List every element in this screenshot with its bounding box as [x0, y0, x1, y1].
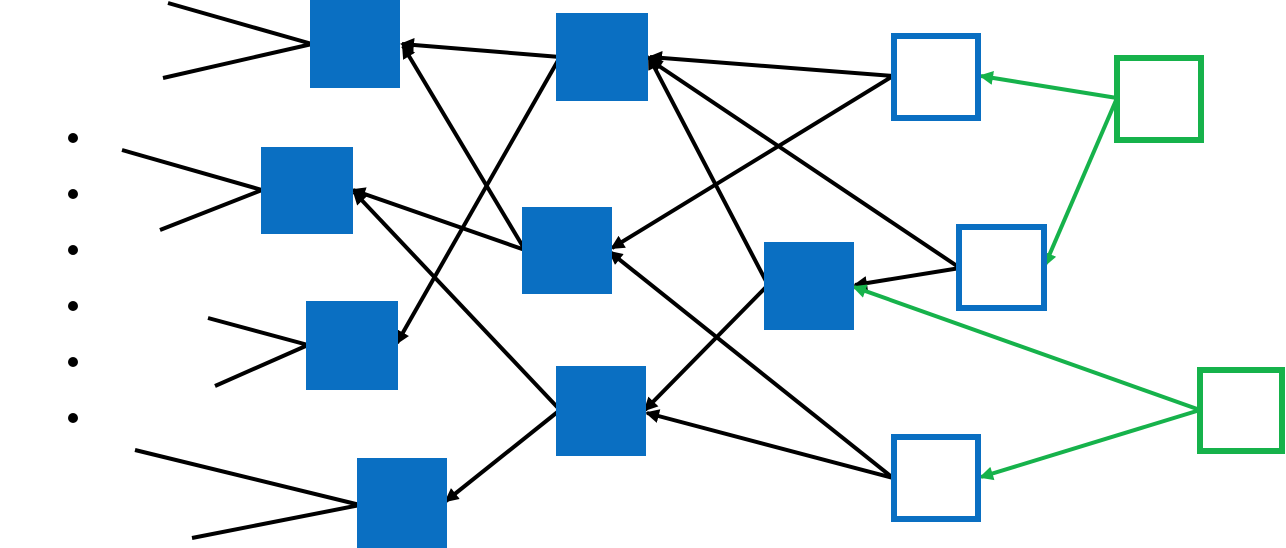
outline-node [956, 224, 1047, 311]
incoming-fan-lines [121, 1, 361, 540]
filled-node [764, 242, 854, 330]
edge-arrow [645, 409, 894, 480]
edge-arrow [444, 408, 562, 503]
edge-arrow [610, 74, 895, 250]
filled-node [556, 366, 646, 456]
edge-arrow [979, 408, 1201, 481]
outline-nodes-green [1114, 55, 1285, 454]
filled-node [357, 458, 447, 548]
filled-node [556, 13, 648, 101]
outline-node [891, 33, 981, 121]
filled-nodes [261, 0, 854, 548]
fan-line [207, 316, 309, 347]
edge-arrow [647, 55, 770, 286]
filled-node [261, 147, 353, 234]
ellipsis-dot [68, 133, 78, 143]
ellipsis-dot [68, 357, 78, 367]
ellipsis-dot [68, 413, 78, 423]
fan-line [159, 188, 263, 232]
fan-line [214, 343, 309, 388]
ellipsis-dots [68, 133, 78, 423]
edge-arrow [648, 58, 962, 270]
filled-node [522, 207, 612, 294]
edge-arrow [979, 71, 1118, 100]
ellipsis-dot [68, 301, 78, 311]
edge-arrow [852, 284, 1201, 412]
fan-line [167, 1, 313, 46]
black-edges [351, 38, 962, 503]
edge-arrow [352, 190, 562, 412]
filled-node [306, 301, 398, 390]
fan-line [134, 448, 361, 507]
outline-node-green [1197, 367, 1285, 454]
edge-arrow [351, 187, 526, 252]
edge-arrow [395, 56, 562, 345]
ellipsis-dot [68, 245, 78, 255]
filled-node [310, 0, 400, 88]
edge-arrow [643, 283, 770, 412]
outline-node [891, 434, 981, 522]
ellipsis-dot [68, 189, 78, 199]
fan-line [191, 503, 361, 540]
edge-arrow [608, 250, 895, 480]
edge-arrow [648, 50, 894, 78]
edge-arrow [400, 38, 561, 59]
fan-line [162, 42, 313, 80]
outline-nodes-blue [891, 33, 1047, 522]
green-edges [852, 71, 1201, 481]
outline-node-green [1114, 55, 1204, 143]
edge-arrow [853, 266, 961, 290]
fan-line [121, 148, 263, 192]
edge-arrow [401, 44, 527, 252]
edge-arrow [1043, 97, 1119, 267]
